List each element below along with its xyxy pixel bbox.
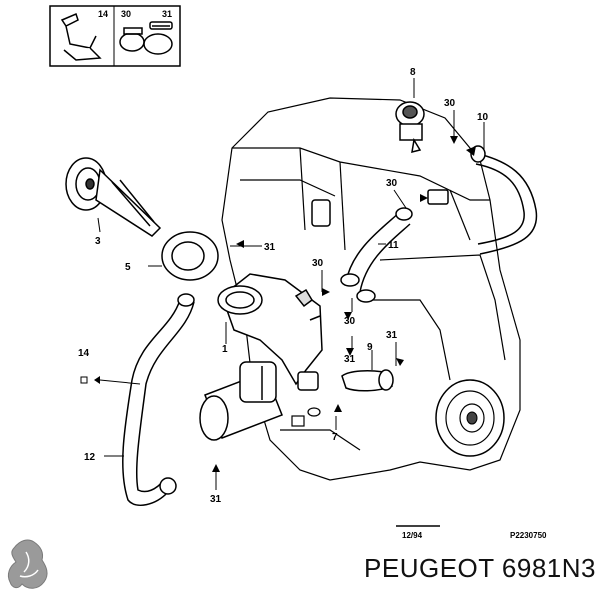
callout-30-b: 30 <box>386 178 398 189</box>
hose-11 <box>340 207 413 303</box>
filter-housing <box>199 361 283 441</box>
connector-fitting <box>311 189 449 227</box>
gasket-ring <box>161 231 219 281</box>
callout-7: 7 <box>332 432 338 443</box>
drawing-reference: P2230750 <box>510 531 547 540</box>
filler-cap <box>65 157 162 237</box>
callout-5: 5 <box>125 262 131 273</box>
callout-30-a: 30 <box>444 98 456 109</box>
hose-clamp-icon <box>119 27 145 52</box>
bleed-screw-7 <box>291 407 321 427</box>
legend-box: 14 30 31 <box>49 5 181 67</box>
arrow-markers <box>94 136 476 472</box>
legend-label-31: 31 <box>162 9 172 19</box>
callout-31-b: 31 <box>386 330 398 341</box>
callout-30-d: 30 <box>344 316 356 327</box>
callout-31-d: 31 <box>210 494 222 505</box>
callout-9: 9 <box>367 342 373 353</box>
callout-31-a: 31 <box>264 242 276 253</box>
callout-3: 3 <box>95 236 101 247</box>
legend-label-14: 14 <box>98 9 108 19</box>
callout-14: 14 <box>78 348 90 359</box>
hose-9 <box>341 369 394 392</box>
drawing-date: 12/94 <box>402 531 423 540</box>
clip-icon <box>60 12 102 61</box>
callout-11: 11 <box>388 240 399 251</box>
callout-10: 10 <box>477 112 489 123</box>
legend-label-30: 30 <box>121 9 131 19</box>
leader-lines <box>97 78 485 490</box>
callout-12: 12 <box>84 452 96 463</box>
peugeot-lion-logo-icon <box>7 539 48 589</box>
callout-30-c: 30 <box>312 258 324 269</box>
clip-marker-14 <box>80 376 88 384</box>
thermostat-housing <box>217 273 323 391</box>
sensor-8 <box>395 101 425 154</box>
callout-31-c: 31 <box>344 354 356 365</box>
callout-8: 8 <box>410 67 416 78</box>
crankshaft-pulley <box>435 379 505 457</box>
callout-1: 1 <box>222 344 228 355</box>
part-number-label: PEUGEOT 6981N3 <box>364 553 596 583</box>
screw-clamp-icon <box>143 21 173 55</box>
hose-12 <box>122 293 195 507</box>
